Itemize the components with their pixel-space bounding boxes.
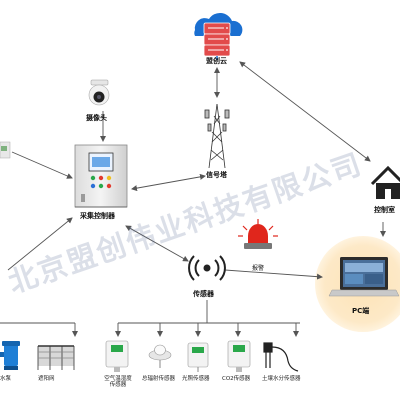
- air-temp-humidity-sensor-icon: [105, 340, 129, 372]
- camera-label: 摄像头: [86, 114, 107, 122]
- sensor-label-air: 空气温湿度传感器: [104, 376, 132, 389]
- cloud-server-icon: [194, 12, 243, 60]
- tower-label: 信号塔: [206, 171, 227, 179]
- sensor-icon: [188, 255, 226, 281]
- alarm-light-icon: [238, 219, 278, 249]
- signal-tower-icon: [204, 103, 230, 169]
- arrow-collector-sensor: [125, 225, 189, 262]
- water-pump-icon: [0, 341, 20, 370]
- shade-net-label: 遮阳网: [38, 376, 55, 382]
- shade-net-icon: [37, 345, 75, 370]
- field-device-icon: [0, 141, 11, 159]
- house-icon: [370, 165, 400, 199]
- arrow-devices-collector: [7, 217, 73, 271]
- collector-label: 采集控制器: [80, 212, 115, 220]
- arrow-sensor-pc: [224, 269, 323, 280]
- light-sensor-icon: [187, 342, 209, 372]
- cloud-label: 盟创云: [206, 57, 227, 65]
- arrow-cloud-control: [239, 61, 371, 162]
- sensor-label-light: 光照传感器: [182, 376, 210, 382]
- arrow-tower-collector: [131, 173, 206, 192]
- camera-icon: [88, 79, 110, 106]
- soil-moisture-sensor-icon: [263, 342, 299, 372]
- arrow-field-collector: [11, 151, 73, 179]
- radiation-sensor-icon: [148, 344, 172, 368]
- sensor-label-soil: 土壤水分传感器: [262, 376, 301, 382]
- collector-cabinet-icon: [74, 144, 128, 208]
- control-room-label: 控制室: [374, 206, 395, 214]
- alarm-label: 报警: [252, 265, 265, 272]
- co2-sensor-icon: [227, 340, 251, 372]
- sensor-label-co2: CO2传感器: [222, 376, 251, 382]
- sensor-label: 传感器: [193, 290, 214, 298]
- laptop-icon: [328, 257, 400, 297]
- connection-arrows: [0, 61, 386, 337]
- water-pump-label: 水泵: [0, 376, 12, 382]
- sensor-label-radiation: 总辐射传感器: [142, 376, 176, 382]
- pc-label: PC端: [352, 307, 370, 315]
